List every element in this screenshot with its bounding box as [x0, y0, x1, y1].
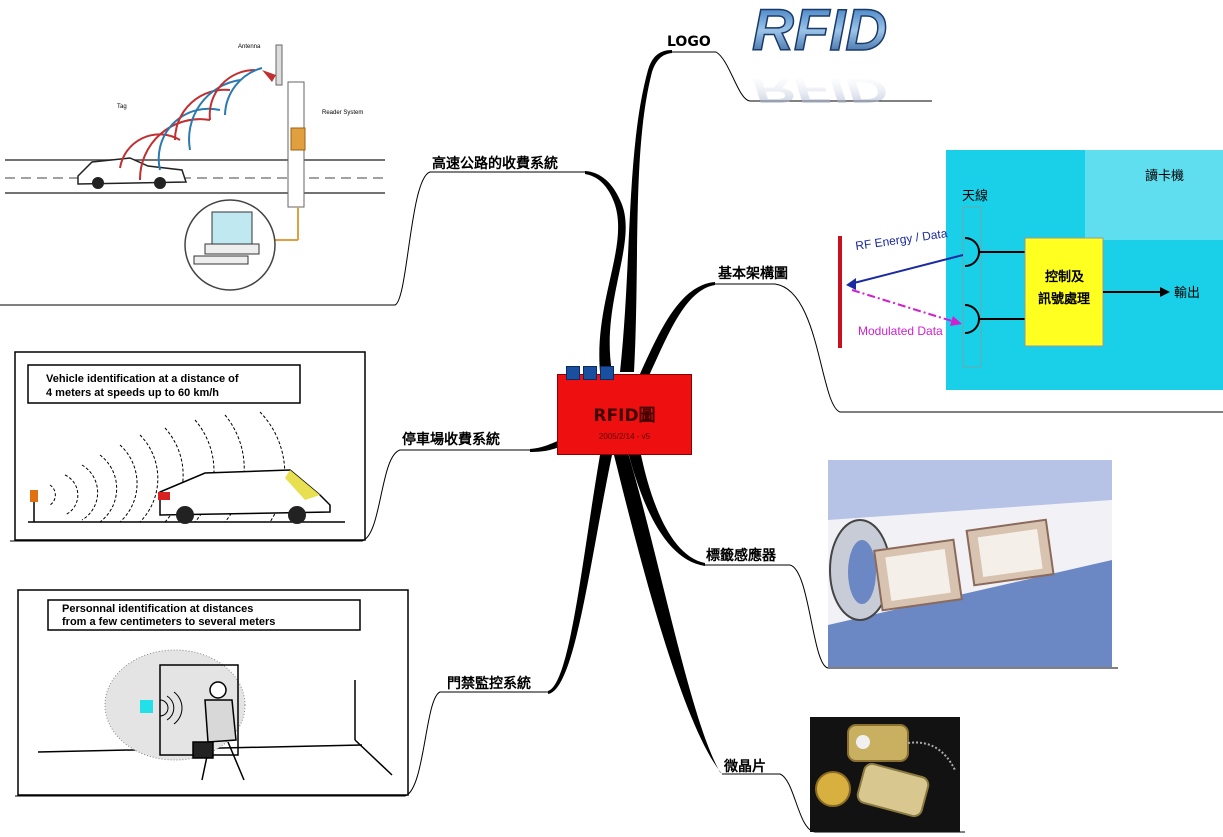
control-label-line2: 訊號處理	[1038, 291, 1090, 306]
highway-antenna-label: Antenna	[238, 44, 261, 50]
branch-label-tag-sensor[interactable]: 標籤感應器	[706, 548, 776, 564]
node-tabs	[566, 366, 614, 380]
node-tab-icon	[566, 366, 580, 380]
branch-label-microchip[interactable]: 微晶片	[724, 759, 766, 775]
tag-leader-line	[705, 564, 1118, 669]
rfid-logo-image: RFID RFID	[751, 0, 888, 109]
central-topic-date: 2005/2/14 - v5	[598, 432, 651, 441]
antenna-label: 天線	[962, 188, 988, 203]
architecture-image: 讀卡機 天線 RF Energy / Data Modulated Data 控…	[838, 150, 1223, 390]
modulated-arrow-icon	[950, 316, 962, 326]
logo-text: RFID	[752, 0, 887, 63]
access-image: Personnal identification at distances fr…	[17, 589, 409, 796]
branch-connectors	[530, 50, 722, 774]
branch-label-logo[interactable]: LOGO	[667, 34, 711, 50]
antenna-arc-top-icon	[964, 237, 980, 267]
access-caption-line1: Personnal identification at distances	[62, 603, 253, 615]
rf-energy-label: RF Energy / Data	[854, 226, 948, 253]
branch-label-basic-architecture[interactable]: 基本架構圖	[718, 266, 788, 282]
modulated-label: Modulated Data	[858, 324, 943, 338]
logo-reflection: RFID	[752, 70, 887, 109]
logo-leader-line	[672, 51, 932, 102]
rf-energy-arrow-icon	[846, 278, 856, 290]
parking-image: Vehicle identification at a distance of …	[14, 351, 366, 541]
output-label: 輸出	[1174, 285, 1200, 300]
reader-label: 讀卡機	[1145, 168, 1184, 183]
node-tab-icon	[583, 366, 597, 380]
microchip-image	[810, 717, 960, 832]
central-topic-title: RFID圖	[593, 406, 656, 426]
control-box	[1024, 237, 1104, 347]
node-tab-icon	[600, 366, 614, 380]
branch-label-highway-toll[interactable]: 高速公路的收費系統	[432, 156, 558, 172]
person-icon	[192, 681, 245, 781]
highway-reader-label: Reader System	[322, 110, 363, 116]
architecture-leader-line	[715, 283, 1223, 413]
output-arrow-icon	[1160, 287, 1170, 297]
parking-caption-line2: 4 meters at speeds up to 60 km/h	[46, 387, 219, 399]
highway-leader-line	[0, 171, 585, 306]
highway-tag-label: Tag	[117, 104, 127, 110]
access-caption-line2: from a few centimeters to several meters	[62, 616, 275, 628]
branch-label-parking-toll[interactable]: 停車場收費系統	[402, 432, 500, 448]
tag-bar	[838, 236, 842, 348]
tag-sensor-image	[828, 460, 1112, 667]
branch-label-access-control[interactable]: 門禁監控系統	[447, 676, 531, 692]
highway-image: Antenna Tag Reader System	[5, 44, 385, 291]
leader-lines	[0, 51, 1223, 833]
parking-caption-line1: Vehicle identification at a distance of	[46, 373, 239, 385]
central-topic-node[interactable]: RFID圖 2005/2/14 - v5	[557, 366, 692, 455]
control-label-line1: 控制及	[1045, 269, 1085, 284]
antenna-arc-bottom-icon	[964, 304, 980, 334]
